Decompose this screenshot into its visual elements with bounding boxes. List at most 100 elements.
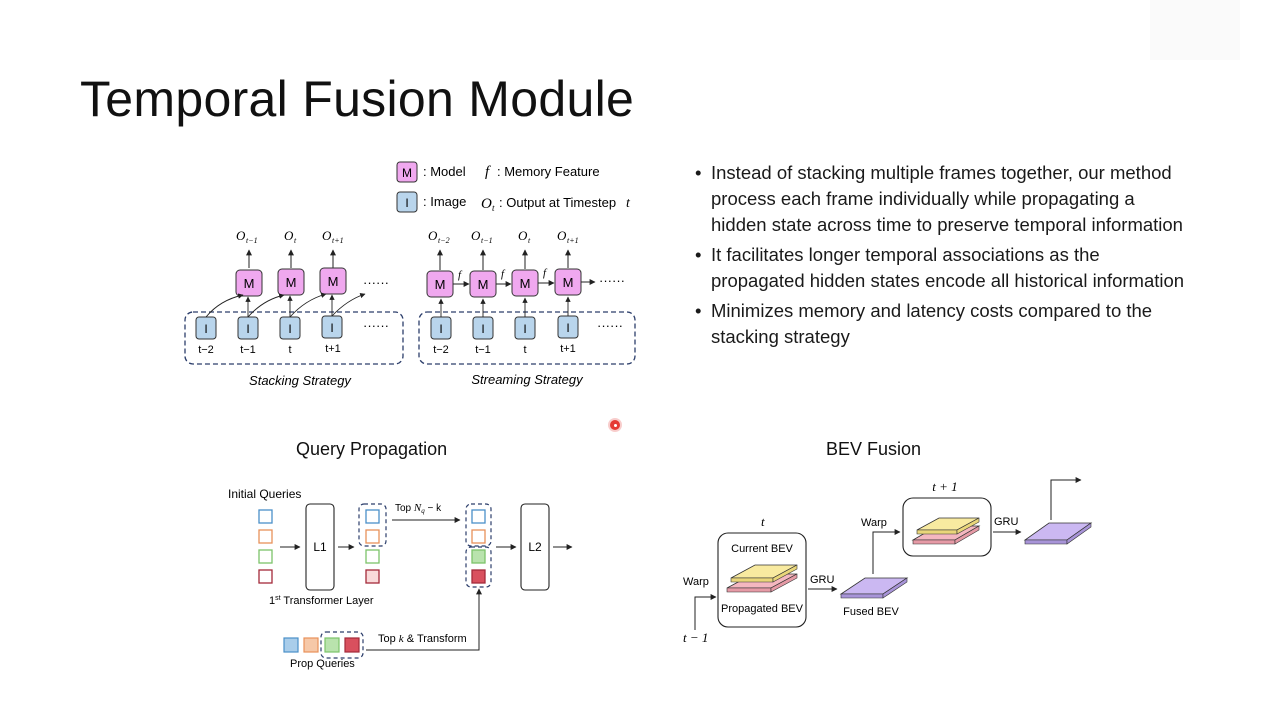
legend-model-box [396,161,418,183]
query-blue [258,509,273,524]
svg-text:O: O [322,228,332,243]
bullet-item: It facilitates longer temporal associati… [695,242,1195,294]
legend-model-text: : Model [423,164,466,179]
prop-query-group [320,631,364,659]
svg-text:t−1: t−1 [240,344,256,356]
svg-text:t+1: t+1 [560,343,576,355]
svg-text:O: O [518,228,528,243]
svg-text:f: f [458,269,463,281]
bev-fusion-diagram: t Current BEV Propagated BEV Warp t − 1 … [683,477,1093,645]
svg-text:t−2: t−2 [433,344,449,356]
gru-label-2: GRU [994,516,1019,528]
svg-text:t: t [288,344,291,356]
legend-model-letter: M [402,166,412,180]
svg-text:t+1: t+1 [567,236,579,245]
legend-image-letter: I [405,196,408,210]
legend-feature-text: : Memory Feature [497,164,600,179]
svg-text:M: M [520,276,531,291]
svg-text:t+1: t+1 [332,236,344,245]
time-t1-label: t + 1 [932,479,957,494]
prop-query-orange [303,637,319,653]
svg-text:I: I [523,322,526,336]
fused-bev-label: Fused BEV [843,606,899,618]
svg-text:t−2: t−2 [438,236,450,245]
svg-text:L2: L2 [528,540,542,554]
legend: M : Model f : Memory Feature I : Image O… [396,161,631,213]
svg-text:I: I [288,322,291,336]
svg-text:I: I [439,322,442,336]
legend-image-text: : Image [423,194,466,209]
warp-label-2: Warp [861,517,887,529]
streaming-image-frame [418,311,636,365]
top-nq-label: Top Nq − k [395,502,442,515]
layer-l2 [520,503,550,591]
bullet-list: Instead of stacking multiple frames toge… [695,160,1195,354]
svg-text:I: I [246,322,249,336]
stacking-model-node [235,269,263,297]
svg-text:O: O [236,228,246,243]
svg-text:I: I [566,321,569,335]
stacking-model-node [277,268,305,296]
svg-text:t: t [528,236,531,245]
prop-query-green [324,637,340,653]
bullet-item: Instead of stacking multiple frames toge… [695,160,1195,238]
intermediate-query-group [358,503,387,547]
svg-text:L1: L1 [313,540,327,554]
slide-title: Temporal Fusion Module [80,71,635,127]
svg-text:I: I [330,321,333,335]
svg-text:t−1: t−1 [481,236,493,245]
current-bev-label: Current BEV [731,543,793,555]
pointer-cursor [610,420,620,430]
svg-text:t: t [294,236,297,245]
legend-output-sub: t [492,203,495,213]
query-red [258,569,273,584]
svg-text:O: O [284,228,294,243]
stacking-ellipsis: ······ [363,275,389,290]
svg-text:M: M [244,276,255,291]
initial-queries-label: Initial Queries [228,487,301,501]
streaming-image-ellipsis: ······ [597,318,623,333]
streaming-caption: Streaming Strategy [471,372,584,387]
bev-fusion-title: BEV Fusion [826,439,922,459]
legend-output-timestep: t [626,196,631,211]
svg-text:O: O [471,228,481,243]
svg-text:M: M [478,277,489,292]
strategy-diagram: M : Model f : Memory Feature I : Image O… [184,161,636,388]
legend-output-symbol: O [481,196,492,212]
query-orange [258,529,273,544]
query-green [258,549,273,564]
svg-text:t−2: t−2 [198,344,214,356]
time-t-label: t [761,514,765,529]
time-tm1-label: t − 1 [683,630,708,645]
prop-query-blue [283,637,299,653]
svg-text:M: M [286,275,297,290]
corner-patch [1150,0,1240,60]
bullet-item: Minimizes memory and latency costs compa… [695,298,1195,350]
svg-text:t−1: t−1 [246,236,258,245]
topk-transform-label: Top k & Transform [378,633,467,645]
svg-text:O: O [428,228,438,243]
merged-query-bottom [465,546,492,588]
svg-text:f: f [501,268,506,280]
legend-image-box [396,191,418,213]
transformer-layer-label: 1st Transformer Layer [269,595,374,607]
gru-label-1: GRU [810,574,835,586]
layer-l1 [305,503,335,591]
svg-text:M: M [563,275,574,290]
prop-queries-label: Prop Queries [290,658,355,670]
query-propagation-diagram: Initial Queries L1 1st Transformer Layer… [228,487,573,670]
svg-text:t+1: t+1 [325,343,341,355]
svg-text:t: t [523,344,526,356]
svg-text:f: f [543,267,548,279]
stacking-image-ellipsis: ······ [363,318,389,333]
svg-text:O: O [557,228,567,243]
propagated-bev-label: Propagated BEV [721,603,804,615]
stacking-model-node [319,267,347,295]
